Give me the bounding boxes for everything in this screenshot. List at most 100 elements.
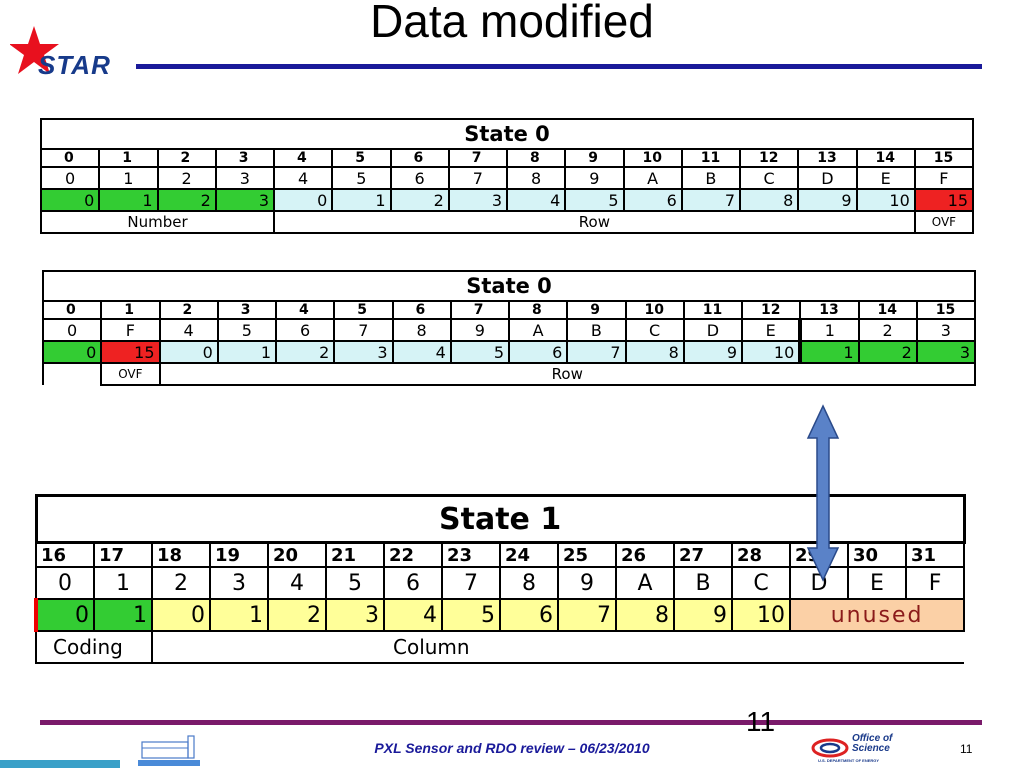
bit-cell: 9 xyxy=(566,300,627,320)
label-coding: Coding xyxy=(35,630,153,664)
bit-cell: 24 xyxy=(499,541,559,568)
hex-cell: 4 xyxy=(267,566,327,600)
label-row: Number Row OVF xyxy=(40,210,975,234)
hex-cell: 0 xyxy=(39,166,101,190)
bit-cell: 23 xyxy=(441,541,501,568)
page-number-overlay: 11 xyxy=(746,706,776,737)
bit-number-row: 0 1 2 3 4 5 6 7 8 9 10 11 12 13 14 15 xyxy=(41,300,977,320)
label-ovf: OVF xyxy=(913,210,975,234)
bit-cell: 22 xyxy=(383,541,443,568)
hex-cell: 2 xyxy=(151,566,211,600)
label-row: Coding Column xyxy=(35,630,965,664)
value-cell: 1 xyxy=(93,598,153,632)
hex-row: 0 F 4 5 6 7 8 9 A B C D E 1 2 3 xyxy=(41,318,977,342)
bit-cell: 5 xyxy=(333,300,394,320)
hex-cell: 8 xyxy=(391,318,452,342)
hex-cell: C xyxy=(738,166,800,190)
bit-cell: 14 xyxy=(857,300,918,320)
label-column: Column xyxy=(150,630,965,664)
value-cell: 6 xyxy=(622,188,683,212)
hex-cell: 8 xyxy=(499,566,559,600)
red-star-icon xyxy=(10,26,59,74)
hex-cell: C xyxy=(624,318,685,342)
value-cell: 3 xyxy=(447,188,509,212)
hex-cell: 6 xyxy=(389,166,450,190)
hex-cell: 3 xyxy=(209,566,269,600)
bit-cell: 10 xyxy=(622,148,683,168)
value-cell: 5 xyxy=(441,598,501,632)
hex-cell: 9 xyxy=(449,318,511,342)
office-logo-line2: Science xyxy=(852,743,890,754)
value-cell: 4 xyxy=(505,188,567,212)
state1-table: State 1 16 17 18 19 20 21 22 23 24 25 26… xyxy=(34,494,966,664)
value-cell: 9 xyxy=(682,340,744,364)
hex-cell: 8 xyxy=(505,166,567,190)
bit-cell: 19 xyxy=(209,541,269,568)
hex-cell: 7 xyxy=(441,566,501,600)
bit-cell: 0 xyxy=(41,300,103,320)
hex-cell: E xyxy=(740,318,802,342)
bit-cell: 7 xyxy=(447,148,509,168)
hex-cell: F xyxy=(913,166,975,190)
hex-cell: B xyxy=(566,318,627,342)
bit-cell: 11 xyxy=(680,148,742,168)
hex-cell: 5 xyxy=(216,318,278,342)
value-cell: 15 xyxy=(100,340,161,364)
bit-cell: 1 xyxy=(100,300,161,320)
footer-text: PXL Sensor and RDO review – 06/23/2010 xyxy=(374,740,650,756)
hex-cell: 6 xyxy=(383,566,443,600)
bit-cell: 16 xyxy=(35,541,95,568)
hex-row: 0 1 2 3 4 5 6 7 8 9 A B C D E F xyxy=(39,166,975,190)
bit-cell: 18 xyxy=(151,541,211,568)
bit-cell: 25 xyxy=(557,541,617,568)
hex-cell: 6 xyxy=(274,318,336,342)
value-cell: 4 xyxy=(383,598,443,632)
value-cell: 15 xyxy=(913,188,975,212)
unused-cell: unused xyxy=(788,598,966,632)
hex-cell: 2 xyxy=(156,166,217,190)
hex-cell: 4 xyxy=(158,318,219,342)
hex-cell: 1 xyxy=(98,166,159,190)
office-logo-line3: U.S. DEPARTMENT OF ENERGY xyxy=(818,758,880,763)
bit-cell: 31 xyxy=(904,541,966,568)
bit-cell: 13 xyxy=(797,148,858,168)
hex-cell: B xyxy=(680,166,742,190)
bit-cell: 26 xyxy=(615,541,675,568)
hex-cell: 2 xyxy=(857,318,918,342)
hex-cell: 5 xyxy=(325,566,385,600)
star-logo: STAR xyxy=(10,24,140,80)
value-cell: 0 xyxy=(151,598,211,632)
state0-table-modified: State 0 0 1 2 3 4 5 6 7 8 9 10 11 12 13 … xyxy=(41,270,977,386)
state-title: State 0 xyxy=(41,270,977,302)
hex-cell: E xyxy=(855,166,916,190)
hex-cell: D xyxy=(797,166,858,190)
empty-cell xyxy=(41,362,103,385)
hex-cell: A xyxy=(615,566,675,600)
bit-cell: 13 xyxy=(799,300,860,320)
bit-cell: 2 xyxy=(158,300,219,320)
label-number: Number xyxy=(40,210,275,234)
bit-cell: 3 xyxy=(216,300,278,320)
value-cell: 5 xyxy=(449,340,511,364)
label-row: OVF Row xyxy=(41,362,977,386)
value-cell: 8 xyxy=(738,188,800,212)
hex-cell: 0 xyxy=(41,318,103,342)
bit-cell: 4 xyxy=(274,300,336,320)
hex-cell: 3 xyxy=(214,166,276,190)
office-logo-line1: Office of xyxy=(852,733,893,744)
value-cell: 10 xyxy=(740,340,802,364)
hex-cell: 7 xyxy=(447,166,509,190)
state0-table-original: State 0 0 1 2 3 4 5 6 7 8 9 10 11 12 13 … xyxy=(39,118,975,234)
bit-cell: 15 xyxy=(915,300,977,320)
value-cell: 3 xyxy=(325,598,385,632)
value-cell: 8 xyxy=(615,598,675,632)
bit-cell: 10 xyxy=(624,300,685,320)
header-rule xyxy=(136,64,982,69)
value-cell: 1 xyxy=(209,598,269,632)
value-cell: 3 xyxy=(333,340,394,364)
bit-cell: 12 xyxy=(740,300,802,320)
value-cell: 6 xyxy=(507,340,569,364)
bit-cell: 2 xyxy=(156,148,217,168)
bit-cell: 11 xyxy=(682,300,744,320)
value-cell: 8 xyxy=(624,340,685,364)
